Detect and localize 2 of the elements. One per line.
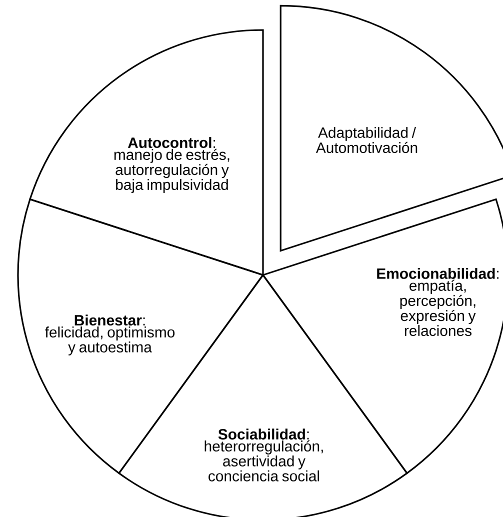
- pie-slice: Autocontrol: manejo de estrés, autorregulación y baja impulsividad: [29, 29, 264, 276]
- pie-slice: Adaptabilidad / Automotivación: [280, 4, 503, 252]
